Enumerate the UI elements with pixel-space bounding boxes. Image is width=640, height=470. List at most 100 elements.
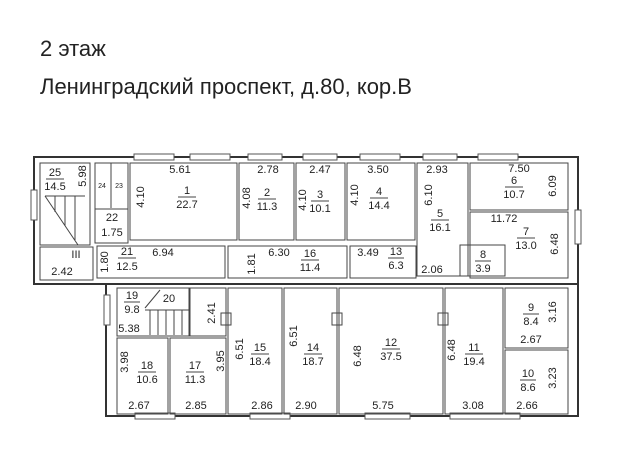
room-label: 10 <box>522 368 534 380</box>
dimension-label: 2.42 <box>51 266 72 278</box>
room-label: 5 <box>437 208 443 220</box>
room-label: 18 <box>141 360 153 372</box>
room-label: 19 <box>126 290 138 302</box>
room-label: 4 <box>376 186 382 198</box>
dimension-label: 6.10 <box>423 184 435 205</box>
room-label: 8 <box>480 249 486 261</box>
room-label: 14 <box>307 342 319 354</box>
dimension-label: 3.49 <box>357 247 378 259</box>
dimension-label: 3.50 <box>367 164 388 176</box>
plan-line <box>364 412 411 420</box>
room-13: 136.3 <box>388 246 404 272</box>
room-label: 3 <box>317 189 323 201</box>
room-label: 15 <box>254 342 266 354</box>
room-label: 6.3 <box>388 260 403 272</box>
room-label: 16.1 <box>429 222 450 234</box>
room-22: 221.75 <box>101 212 122 239</box>
room-label: 8.4 <box>523 316 538 328</box>
dimension-label: 3.16 <box>547 301 559 322</box>
room-6: 610.7 <box>503 175 524 201</box>
room-10: 108.6 <box>520 368 536 394</box>
dimension-label: 6.48 <box>549 233 561 254</box>
dimension-labels: 5.98 2.42 5.61 4.10 2.78 4.08 2.47 4.10 … <box>51 163 561 412</box>
dimension-label: 4.08 <box>241 187 253 208</box>
plan-line <box>30 189 38 221</box>
room-24: 24 <box>98 183 106 190</box>
room-label: 1.75 <box>101 227 122 239</box>
plan-line <box>477 153 519 161</box>
room-7: 713.0 <box>515 226 536 252</box>
dimension-label: 5.61 <box>169 164 190 176</box>
lower-wing-outline <box>105 283 579 417</box>
dimension-label: 4.10 <box>349 184 361 205</box>
room-9: 98.4 <box>523 302 539 328</box>
room-8: 83.9 <box>475 249 491 275</box>
room-label: 11.3 <box>185 374 206 386</box>
plan-line <box>44 195 79 246</box>
room-label: 18.7 <box>302 356 323 368</box>
plan-line <box>129 162 238 241</box>
plan-line <box>189 153 231 161</box>
dimension-label: 3.98 <box>119 351 131 372</box>
plan-line <box>504 287 569 349</box>
dimension-label: 3.23 <box>547 367 559 388</box>
stairwell-iii: III <box>71 249 80 261</box>
plan-line <box>249 412 291 420</box>
room-label: 2 <box>264 187 270 199</box>
room-1: 122.7 <box>176 185 197 211</box>
dimension-label: 3.08 <box>462 400 483 412</box>
plan-line <box>220 312 232 326</box>
room-3: 310.1 <box>309 189 330 215</box>
room-label: 25 <box>49 167 61 179</box>
plan-line <box>437 312 449 326</box>
plan-line <box>346 162 416 241</box>
plan-line <box>227 245 348 279</box>
dimension-label: 1.80 <box>99 251 111 272</box>
address-title: Ленинградский проспект, д.80, кор.В <box>40 74 412 99</box>
room-4: 414.4 <box>368 186 389 212</box>
dimension-label: 2.47 <box>309 164 330 176</box>
plan-line <box>574 209 582 245</box>
dimension-label: 2.66 <box>516 400 537 412</box>
plan-line <box>134 412 176 420</box>
room-label: 11.4 <box>300 262 321 274</box>
plan-line <box>295 162 346 241</box>
plan-line <box>504 349 569 415</box>
plan-line <box>349 245 417 279</box>
room-2: 211.3 <box>257 187 278 213</box>
dimension-label: 2.67 <box>128 400 149 412</box>
room-14: 14 18.7 <box>302 342 323 368</box>
staircase <box>44 195 189 335</box>
room-label: 10.7 <box>503 189 524 201</box>
dimension-label: 11.72 <box>491 213 518 225</box>
dimension-label: 2.93 <box>426 164 447 176</box>
dimension-label: 6.48 <box>352 345 364 366</box>
room-label: 14.5 <box>44 181 65 193</box>
room-label: 11.3 <box>257 201 278 213</box>
plan-line <box>331 312 343 326</box>
dimension-label: 7.50 <box>508 163 529 175</box>
dimension-label: 3.95 <box>215 350 227 371</box>
room-label: 10.6 <box>136 374 157 386</box>
room-label: 21 <box>121 246 133 258</box>
plan-line <box>96 245 226 279</box>
room-label: 11 <box>468 342 479 354</box>
dimension-label: 6.30 <box>268 247 289 259</box>
plan-line <box>247 153 283 161</box>
room-label: 37.5 <box>380 351 401 363</box>
plan-line <box>133 153 175 161</box>
plan-line <box>444 287 504 415</box>
room-label: 14.4 <box>368 200 389 212</box>
room-19: 199.8 <box>124 290 140 316</box>
dimension-label: 6.94 <box>152 247 173 259</box>
plan-line <box>169 337 227 415</box>
dimension-label: 2.67 <box>520 334 541 346</box>
interior-walls <box>39 162 569 415</box>
plan-line <box>459 244 506 277</box>
room-label: 1 <box>184 185 190 197</box>
room-label: 6 <box>511 175 517 187</box>
